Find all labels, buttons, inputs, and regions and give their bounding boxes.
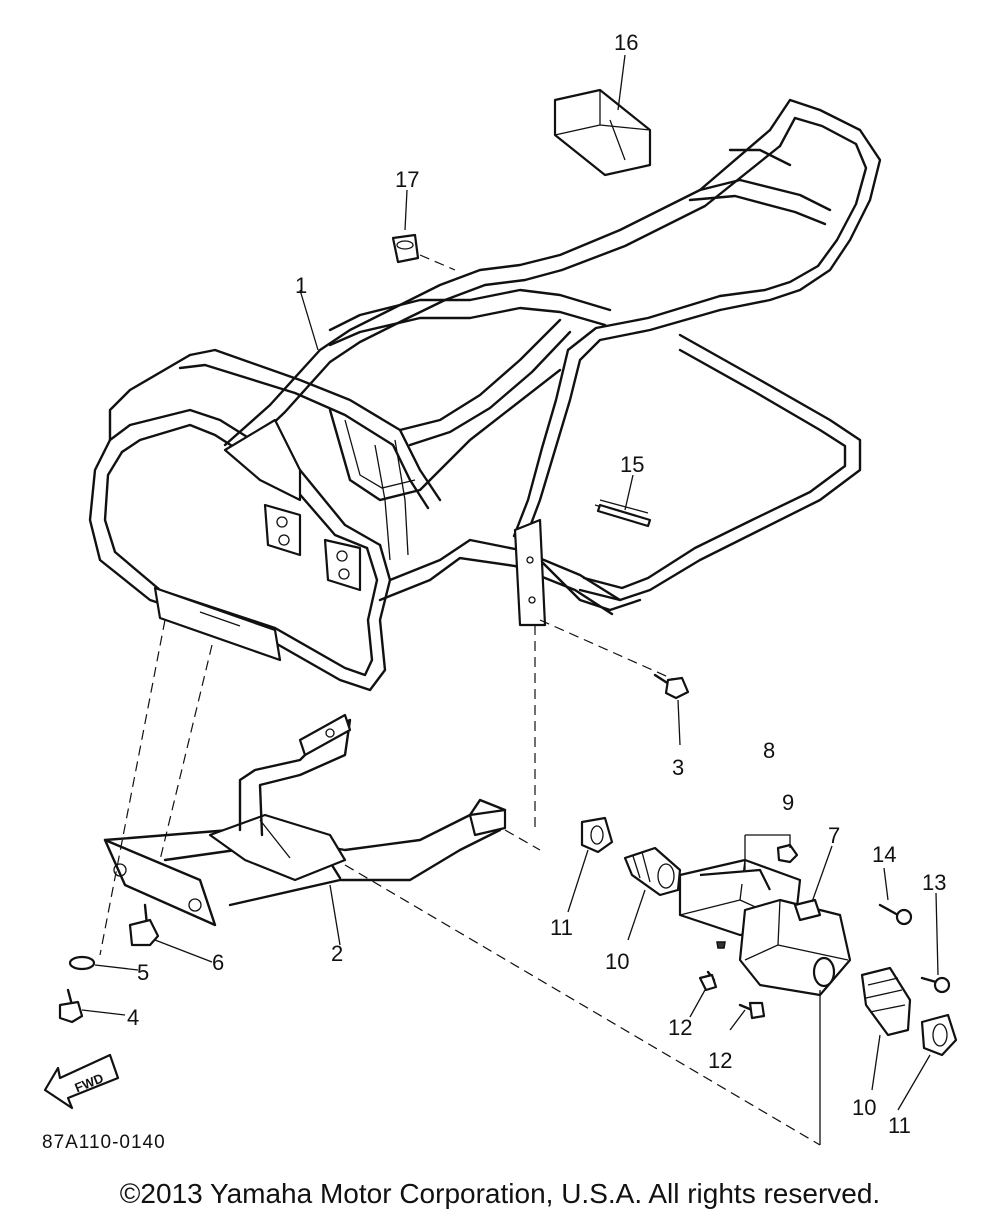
diagram-part-code: 87A110-0140	[42, 1132, 166, 1153]
part-9-nut	[776, 843, 799, 864]
part-8-housing-assembly	[678, 858, 852, 997]
callout-12-right: 12	[708, 1048, 732, 1073]
part-11-gasket-lower	[920, 1013, 958, 1057]
callout-6: 6	[212, 950, 224, 975]
callout-4: 4	[127, 1005, 139, 1030]
callout-17: 17	[395, 167, 419, 192]
callout-14: 14	[872, 842, 896, 867]
callout-16: 16	[614, 30, 638, 55]
callout-15: 15	[620, 452, 644, 477]
part-4-bolt	[58, 988, 84, 1024]
callout-1: 1	[295, 273, 307, 298]
callout-12-left: 12	[668, 1015, 692, 1040]
callout-3: 3	[672, 755, 684, 780]
assembly-lines	[99, 254, 821, 1146]
part-12-bolt-b	[738, 1001, 766, 1020]
callout-7: 7	[828, 823, 840, 848]
part-5-washer	[68, 955, 96, 971]
part-14-bolt	[878, 903, 913, 926]
main-frame	[88, 98, 882, 692]
copyright-footer: ©2013 Yamaha Motor Corporation, U.S.A. A…	[119, 1178, 881, 1209]
part-15-strap	[596, 503, 652, 528]
callout-8: 8	[763, 738, 775, 763]
part-3-bolt	[653, 673, 690, 700]
callout-labels: 1 2 3 4 5 6 7 8 9 10 10 11 11 12 12 13 1…	[127, 30, 946, 1138]
callout-11-lower: 11	[888, 1113, 911, 1138]
callout-10-lower: 10	[852, 1095, 876, 1120]
part-17-grommet	[391, 233, 420, 264]
part-12-bolt-a	[698, 970, 718, 992]
leader-lines	[81, 54, 939, 1145]
callout-11-upper: 11	[550, 915, 573, 940]
part-16-cushion	[553, 88, 652, 177]
callout-5: 5	[137, 960, 149, 985]
callout-13: 13	[922, 870, 946, 895]
part-6-bolt	[128, 903, 160, 947]
part-13-bolt	[920, 976, 951, 994]
engine-subframe	[103, 713, 507, 927]
fwd-arrow-icon: FWD	[43, 1053, 120, 1110]
callout-10-upper: 10	[605, 949, 629, 974]
part-10-boot-lower	[860, 966, 912, 1037]
part-10-boot-upper	[623, 846, 682, 897]
callout-2: 2	[331, 941, 343, 966]
callout-9: 9	[782, 790, 794, 815]
part-11-gasket-upper	[580, 816, 614, 854]
